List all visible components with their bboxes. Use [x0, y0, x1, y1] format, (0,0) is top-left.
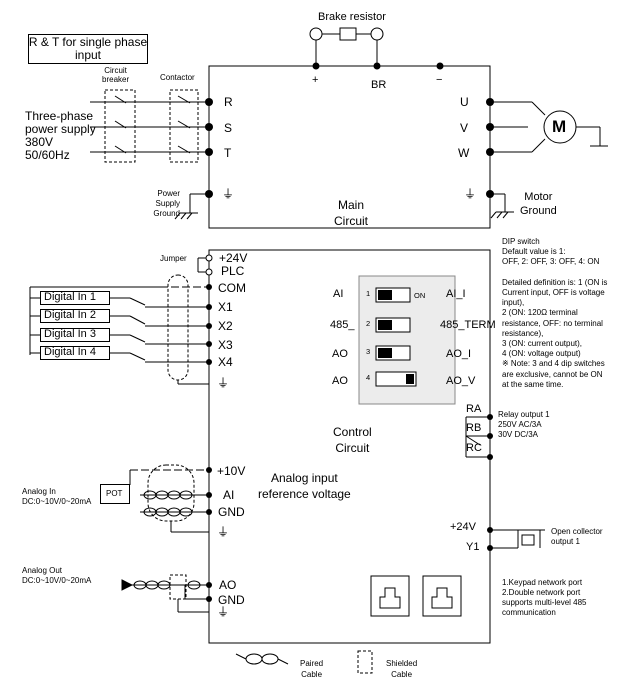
contactor-label: Contactor	[160, 73, 195, 82]
terminal-ao: AO	[219, 578, 237, 592]
terminal-x1: X1	[218, 300, 233, 314]
legend-shielded-cable: Shielded Cable	[386, 659, 418, 679]
terminal-oc-24v: +24V	[450, 521, 476, 533]
terminal-v: V	[460, 121, 469, 135]
digital-in-1-box	[40, 291, 110, 305]
dip-left-1: AI	[333, 288, 344, 300]
terminal-t: T	[224, 146, 232, 160]
dip-number-1: 1	[366, 289, 371, 298]
ground-icon: ⏚	[222, 187, 235, 201]
analog-in-label: Analog In DC:0~10V/0~20mA	[22, 487, 92, 506]
power-supply-ground-label: Power Supply Ground	[153, 189, 180, 218]
control-circuit-label: Control Circuit	[333, 425, 372, 455]
legend-paired-cable: Paired Cable	[300, 659, 324, 679]
digital-in-3-box	[40, 328, 110, 342]
network-port-1	[370, 575, 410, 617]
analog-out-label: Analog Out DC:0~10V/0~20mA	[22, 566, 92, 585]
pot-box	[100, 484, 130, 504]
terminal-gnd-out: GND	[218, 593, 245, 607]
dip-right-2: 485_TERM	[440, 319, 496, 331]
single-phase-note: R & T for single phase input	[28, 35, 148, 62]
dip-left-3: AO	[332, 348, 348, 360]
open-collector-description: Open collector output 1	[551, 527, 603, 546]
ground-icon: ⏚	[217, 525, 230, 539]
dip-number-2: 2	[366, 319, 371, 328]
terminal-y1: Y1	[466, 541, 480, 553]
br-terminal-label: BR	[371, 79, 387, 91]
terminal-gnd: GND	[218, 505, 245, 519]
terminal-x2: X2	[218, 319, 233, 333]
main-circuit-box	[208, 65, 491, 229]
jumper-label: Jumper	[160, 254, 187, 263]
relay-description: Relay output 1 250V AC/3A 30V DC/3A	[498, 410, 550, 439]
ground-icon: ⏚	[217, 605, 230, 619]
terminal-com: COM	[218, 281, 246, 295]
terminal-x3: X3	[218, 338, 233, 352]
terminal-rc: RC	[466, 442, 482, 454]
analog-input-reference-label: Analog input reference voltage	[258, 471, 351, 501]
dip-right-1: AI_I	[446, 288, 466, 300]
digital-in-2: Digital In 2	[44, 309, 96, 321]
dip-left-4: AO	[332, 375, 348, 387]
network-port-2	[422, 575, 462, 617]
terminal-ra: RA	[466, 403, 482, 415]
control-circuit-box	[208, 249, 491, 644]
digital-in-3: Digital In 3	[44, 328, 96, 340]
main-circuit-label: Main Circuit	[334, 198, 369, 228]
digital-in-2-box	[40, 309, 110, 323]
ground-icon: ⏚	[464, 187, 477, 201]
motor-ground-label: Motor Ground	[520, 191, 557, 217]
plus-terminal-label: +	[312, 74, 319, 86]
motor-label: M	[552, 117, 567, 136]
single-phase-note-box	[28, 34, 148, 64]
dip-number-4: 4	[366, 373, 371, 382]
terminal-s: S	[224, 121, 233, 135]
terminal-ai: AI	[223, 488, 235, 502]
dip-on-label: ON	[414, 291, 426, 300]
brake-resistor-symbol	[339, 27, 357, 41]
ground-icon: ⏚	[217, 376, 230, 390]
dip-left-2: 485_	[330, 319, 355, 331]
terminal-u: U	[460, 95, 469, 109]
minus-terminal-label: −	[436, 74, 443, 86]
terminal-x4: X4	[218, 355, 233, 369]
digital-in-4-box	[40, 346, 110, 360]
three-phase-supply-label: Three-phase power supply 380V 50/60Hz	[25, 109, 96, 162]
terminal-r: R	[224, 95, 233, 109]
digital-in-4: Digital In 4	[44, 346, 96, 358]
dip-number-3: 3	[366, 347, 371, 356]
terminal-24v: +24V	[219, 251, 248, 265]
terminal-10v: +10V	[217, 464, 246, 478]
terminal-w: W	[458, 146, 470, 160]
dip-right-3: AO_I	[446, 348, 472, 360]
network-port-description: 1.Keypad network port 2.Double network p…	[502, 578, 587, 617]
brake-resistor-label: Brake resistor	[318, 11, 386, 23]
pot-label: POT	[106, 489, 123, 498]
digital-in-1: Digital In 1	[44, 291, 96, 303]
dip-right-4: AO_V	[446, 375, 476, 387]
terminal-plc: PLC	[221, 264, 245, 278]
circuit-breaker-label: Circuit breaker	[102, 66, 130, 84]
terminal-rb: RB	[466, 422, 482, 434]
dip-description: DIP switch Default value is 1: OFF, 2: O…	[502, 237, 608, 389]
